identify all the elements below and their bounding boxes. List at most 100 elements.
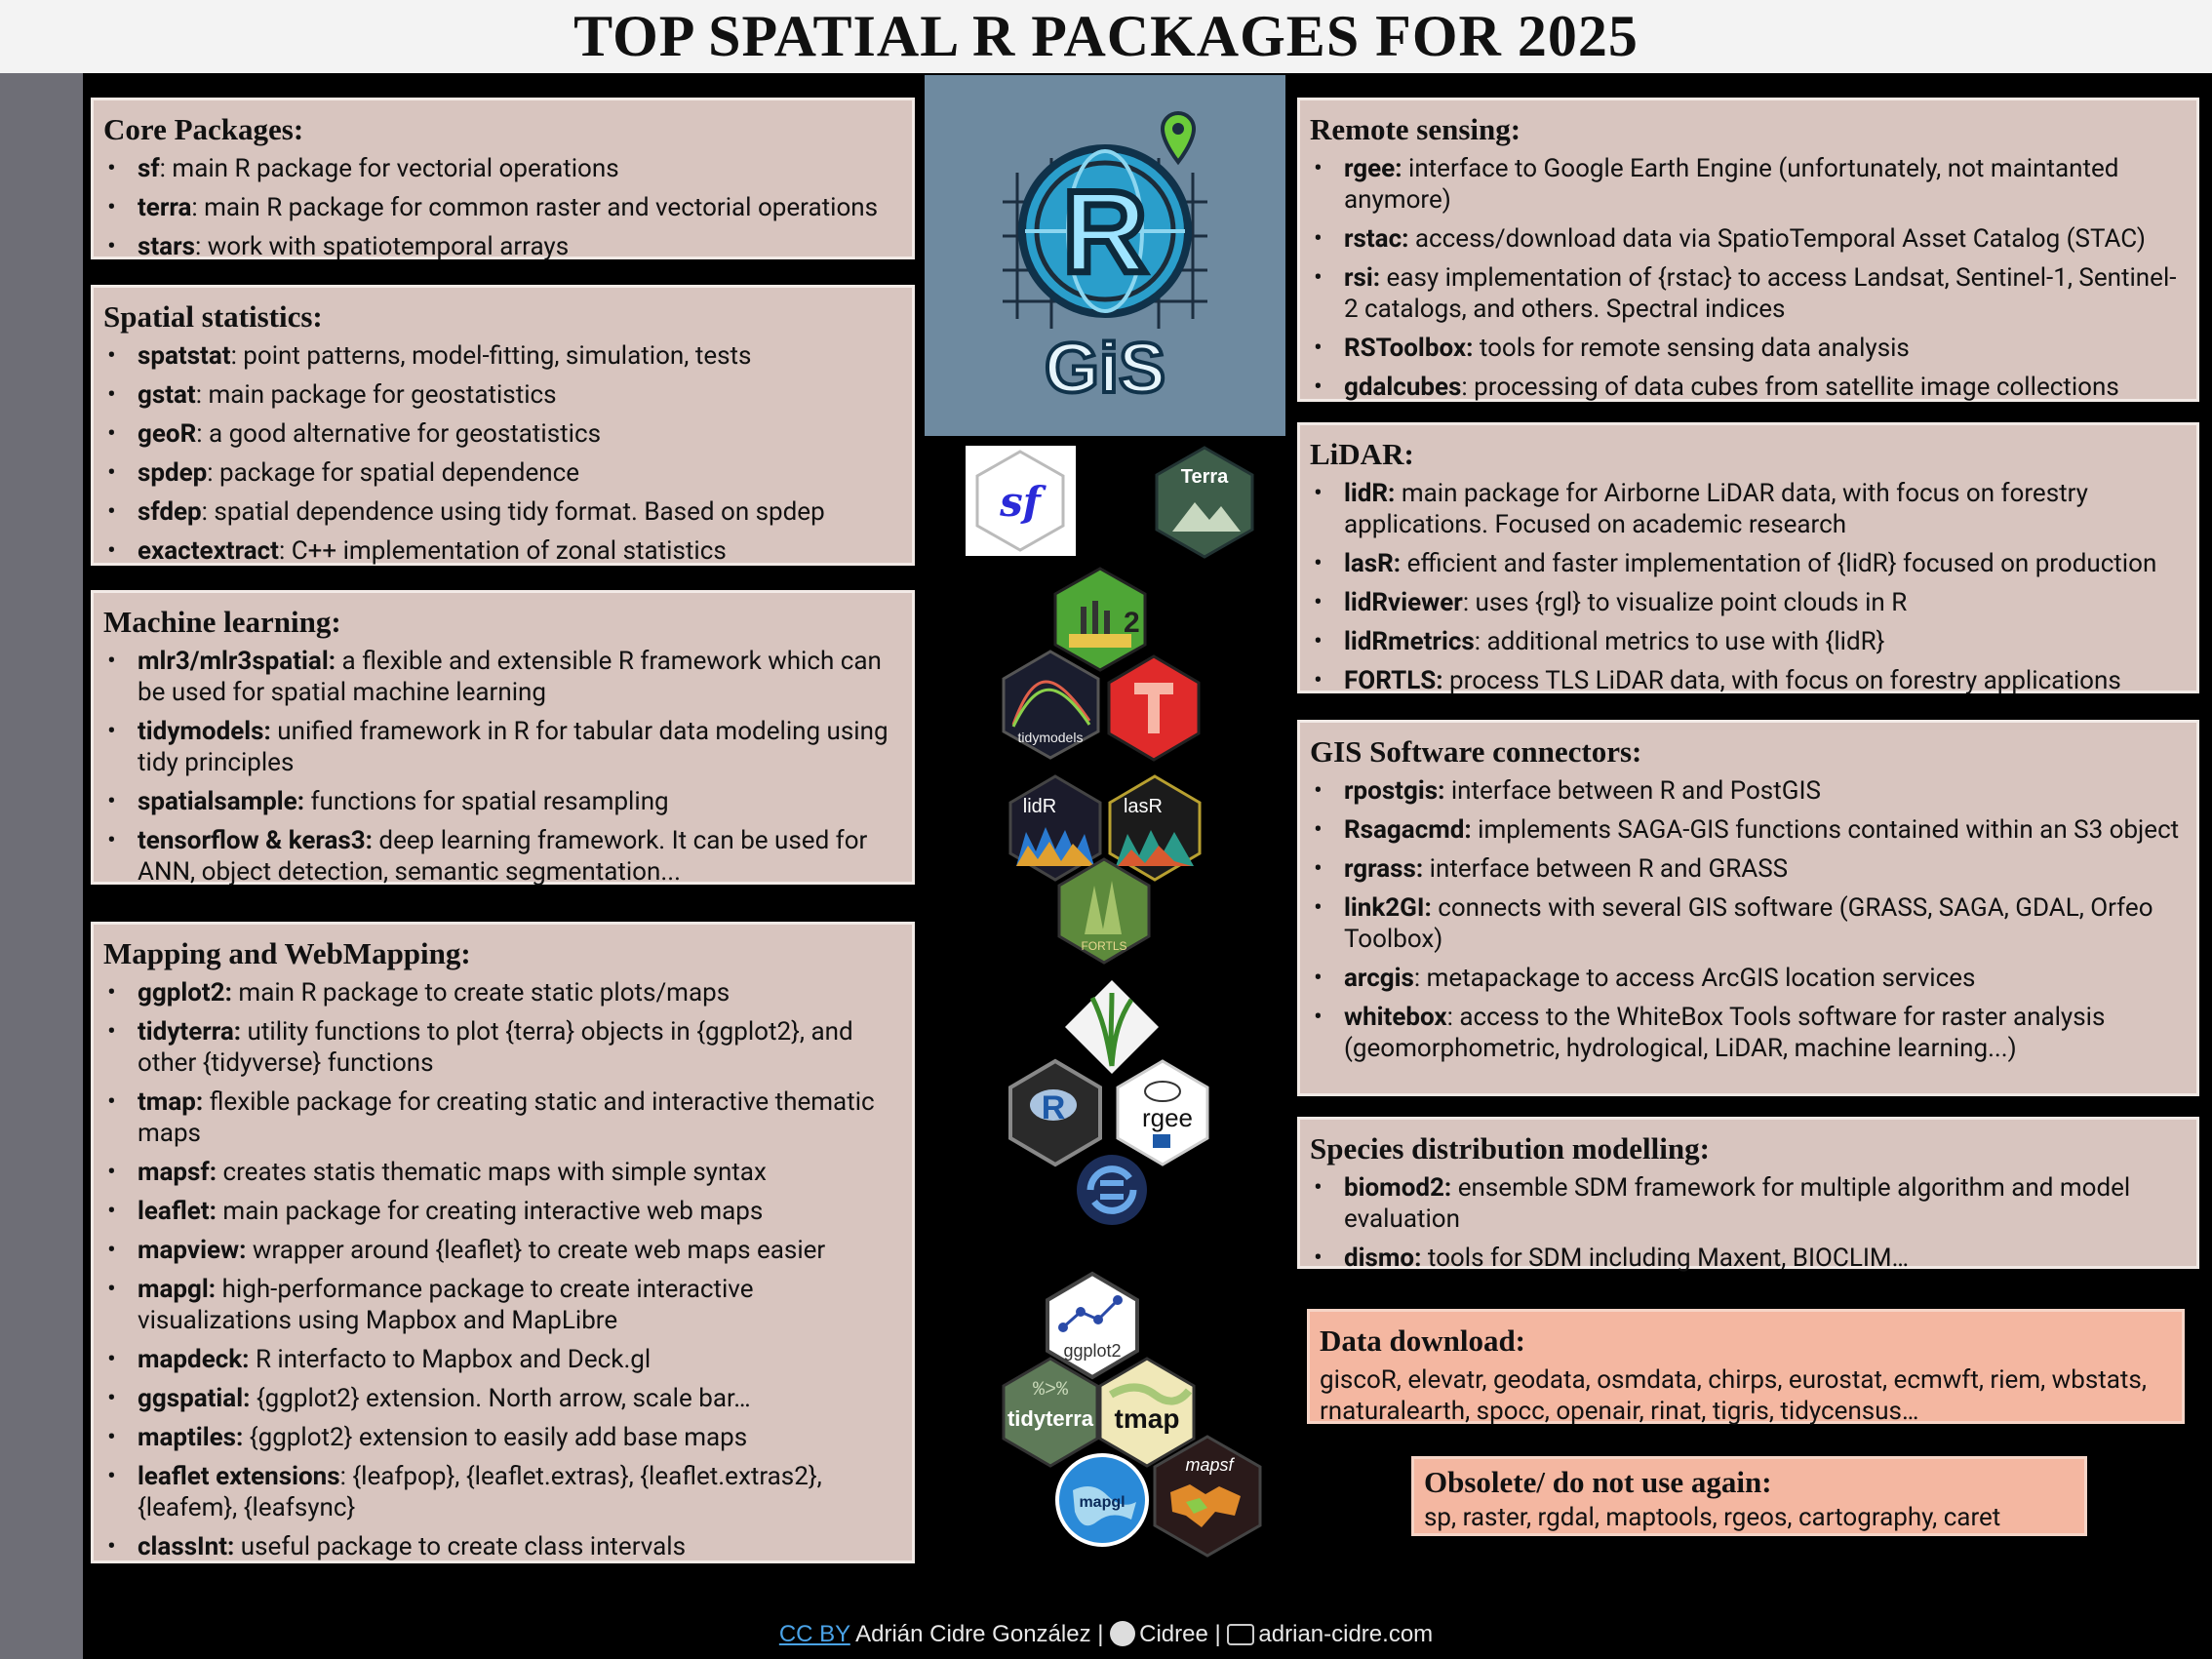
tensorflow-logo [1105,653,1203,763]
package-description: : package for spatial dependence [207,458,579,488]
package-name: tensorflow & keras3: [138,826,373,855]
data-download-heading: Data download: [1320,1323,1526,1358]
list-item: rstac: access/download data via SpatioTe… [1310,223,2185,255]
package-name: mapdeck: [138,1345,250,1374]
core-packages-heading: Core Packages: [103,112,304,146]
gis-logo-text: GiS [1045,330,1165,408]
lidr-logo: lidR [1007,773,1104,883]
fortls-logo: FORTLS [1055,856,1153,966]
package-description: : main R package for vectorial operation… [159,154,619,183]
package-description: : additional metrics to use with {lidR} [1474,627,1885,656]
package-name: mapview: [138,1236,247,1265]
package-name: rpostgis: [1344,776,1445,806]
package-name: arcgis [1344,964,1414,993]
package-description: : main package for geostatistics [195,380,557,410]
spatial-statistics-box: Spatial statistics: spatstat: point patt… [91,285,915,567]
list-item: tidyterra: utility functions to plot {te… [103,1016,900,1079]
list-item: ggspatial: {ggplot2} extension. North ar… [103,1383,900,1414]
gis-connectors-list: rpostgis: interface between R and PostGI… [1310,775,2185,1064]
mapping-box: Mapping and WebMapping: ggplot2: main R … [91,922,915,1563]
biomod2-logo: 2 [1051,566,1149,673]
list-item: FORTLS: process TLS LiDAR data, with foc… [1310,665,2185,696]
web-icon [1227,1624,1255,1645]
ggplot2-logo: ggplot2 [1044,1271,1141,1380]
package-description: a flexible and extensible R framework wh… [138,647,882,707]
list-item: tmap: flexible package for creating stat… [103,1086,900,1149]
package-name: leaflet: [138,1197,217,1226]
website-link[interactable]: adrian-cidre.com [1258,1621,1434,1647]
package-name: leaflet extensions [138,1462,340,1491]
grass-logo [1063,978,1161,1076]
terra-logo: Terra [1151,444,1258,561]
package-description: : C++ implementation of zonal statistics [278,536,727,566]
package-name: sfdep [138,497,202,527]
mapsf-logo-text: mapsf [1185,1455,1235,1475]
package-name: gstat [138,380,196,410]
lidr-logo-text: lidR [1023,796,1056,817]
list-item: whitebox: access to the WhiteBox Tools s… [1310,1002,2185,1064]
footer: CC BY Adrián Cidre González | Cidree | a… [0,1621,2212,1648]
ggplot2-logo-text: ggplot2 [1063,1341,1121,1361]
r-gis-logo: R GiS [925,75,1285,436]
mapsf-logo: mapsf [1151,1434,1264,1559]
sdm-box: Species distribution modelling: biomod2:… [1297,1117,2199,1274]
package-name: whitebox [1344,1003,1447,1032]
package-description: tools for SDM including Maxent, BIOCLIM… [1421,1244,1910,1273]
package-name: rsi: [1344,263,1381,293]
sdm-list: biomod2: ensemble SDM framework for mult… [1310,1172,2185,1274]
mapgl-logo-text: mapgl [1079,1494,1125,1511]
svg-text:%>%: %>% [1033,1379,1069,1402]
list-item: exactextract: C++ implementation of zona… [103,535,900,567]
remote-sensing-list: rgee: interface to Google Earth Engine (… [1310,153,2185,403]
list-item: rgee: interface to Google Earth Engine (… [1310,153,2185,216]
package-name: tidyterra: [138,1017,242,1047]
list-item: tensorflow & keras3: deep learning frame… [103,825,900,888]
tmap-logo-text: tmap [1115,1403,1180,1434]
package-name: lidRviewer [1344,588,1463,617]
package-name: FORTLS: [1344,666,1443,695]
package-name: rgrass: [1344,854,1424,884]
package-description: {ggplot2} extension. North arrow, scale … [250,1384,751,1413]
mapping-list: ggplot2: main R package to create static… [103,977,900,1562]
list-item: mapgl: high-performance package to creat… [103,1274,900,1336]
package-name: terra [138,193,192,222]
package-description: : a good alternative for geostatistics [196,419,602,449]
list-item: ggplot2: main R package to create static… [103,977,900,1008]
list-item: terra: main R package for common raster … [103,192,900,223]
r-connector-logo: R [1007,1058,1104,1167]
gis-connectors-box: GIS Software connectors: rpostgis: inter… [1297,720,2199,1096]
footer-separator: | [1207,1621,1228,1647]
package-description: : {leafpop}, {leaflet.extras}, {leaflet.… [138,1462,822,1522]
list-item: gdalcubes: processing of data cubes from… [1310,372,2185,403]
package-description: implements SAGA-GIS functions contained … [1471,815,2180,845]
package-description: : main R package for common raster and v… [191,193,879,222]
mapping-heading: Mapping and WebMapping: [103,936,471,970]
list-item: link2GI: connects with several GIS softw… [1310,892,2185,955]
data-download-text: giscoR, elevatr, geodata, osmdata, chirp… [1320,1365,2147,1426]
package-description: R interfacto to Mapbox and Deck.gl [249,1345,652,1374]
machine-learning-box: Machine learning: mlr3/mlr3spatial: a fl… [91,590,915,888]
tidyterra-logo-text: tidyterra [1007,1406,1094,1431]
fortls-logo-text: FORTLS [1081,939,1126,953]
github-handle[interactable]: Cidree [1139,1621,1208,1647]
package-description: utility functions to plot {terra} object… [138,1017,853,1078]
license-link[interactable]: CC BY [778,1621,850,1647]
list-item: sf: main R package for vectorial operati… [103,153,900,184]
package-name: dismo: [1344,1244,1422,1273]
rgee-logo-text: rgee [1142,1103,1193,1132]
obsolete-box: Obsolete/ do not use again: sp, raster, … [1411,1456,2087,1536]
package-description: ensemble SDM framework for multiple algo… [1344,1173,2131,1234]
package-description: : spatial dependence using tidy format. … [201,497,825,527]
terra-logo-text: Terra [1181,466,1229,488]
list-item: spdep: package for spatial dependence [103,457,900,489]
machine-learning-list: mlr3/mlr3spatial: a flexible and extensi… [103,646,900,888]
tmap-logo: tmap [1096,1356,1198,1469]
package-name: exactextract [138,536,279,566]
list-item: spatstat: point patterns, model-fitting,… [103,340,900,372]
package-description: interface between R and GRASS [1423,854,1789,884]
package-name: mapgl: [138,1275,217,1304]
package-name: Rsagacmd: [1344,815,1472,845]
list-item: mapdeck: R interfacto to Mapbox and Deck… [103,1344,900,1375]
list-item: spatialsample: functions for spatial res… [103,786,900,817]
package-name: mlr3/mlr3spatial: [138,647,336,676]
